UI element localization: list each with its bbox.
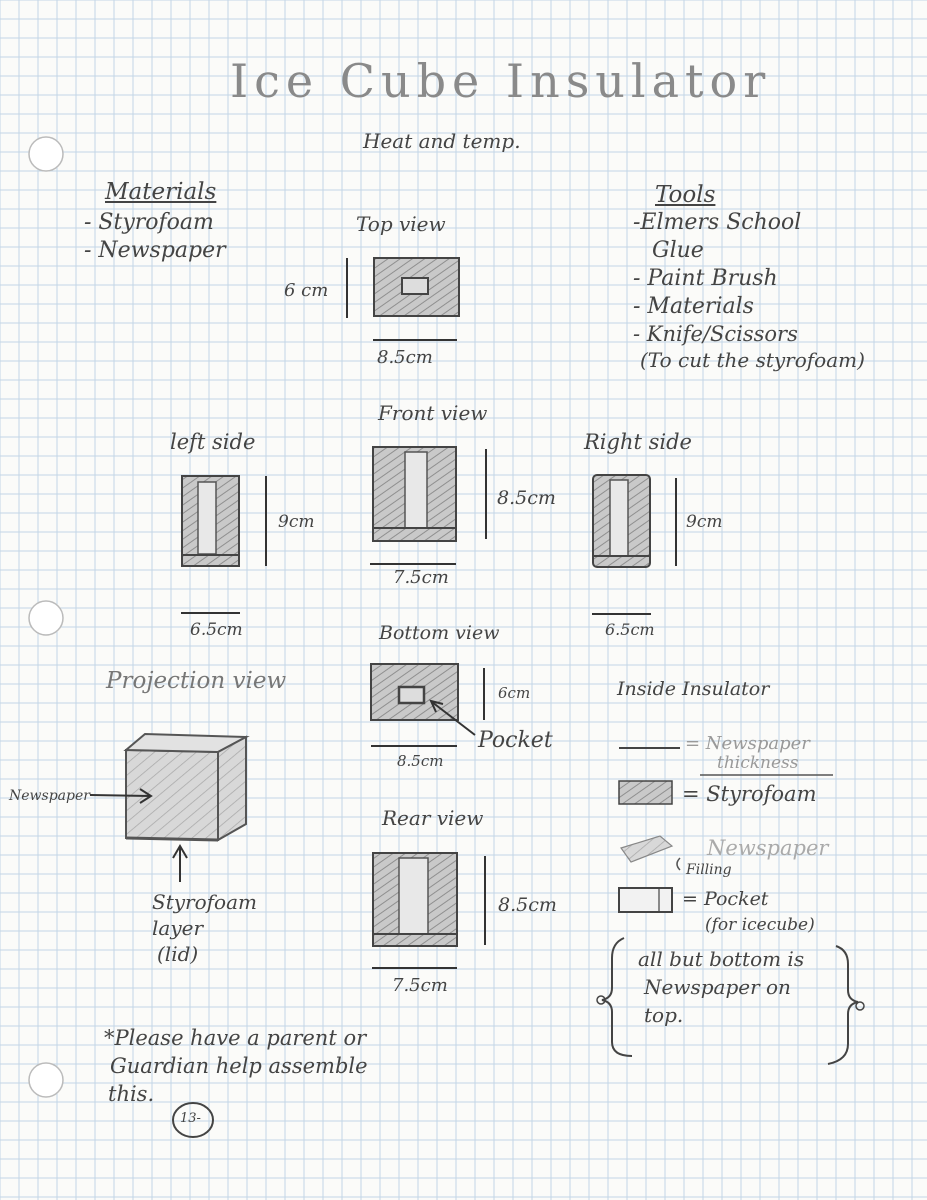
right-side-height: 9cm	[686, 512, 723, 532]
rear-view-drawing	[372, 852, 486, 969]
materials-item: - Styrofoam	[84, 210, 214, 235]
tools-item: - Knife/Scissors	[633, 322, 798, 346]
legend-note: all but bottom is	[638, 947, 805, 971]
binder-hole	[28, 600, 64, 636]
bottom-view-label: Bottom view	[379, 622, 500, 644]
top-view-drawing	[346, 257, 460, 341]
legend-newspaper-thickness: = Newspaper	[685, 733, 810, 754]
bottom-view-drawing	[370, 663, 485, 747]
rear-view-height: 8.5cm	[498, 894, 557, 916]
top-view-height: 6 cm	[284, 280, 329, 301]
front-view-height: 8.5cm	[497, 487, 556, 509]
left-side-drawing	[181, 475, 267, 614]
binder-hole	[28, 136, 64, 172]
tools-item: - Paint Brush	[633, 266, 778, 291]
left-side-height: 9cm	[278, 512, 315, 532]
subtitle: Heat and temp.	[363, 129, 521, 153]
legend-pocket-note: (for icecube)	[705, 915, 815, 935]
projection-lid-label: Styrofoam	[152, 890, 257, 914]
legend-styrofoam: = Styrofoam	[682, 782, 817, 806]
legend-newspaper-thickness: thickness	[717, 753, 799, 773]
tools-item: - Materials	[633, 294, 754, 319]
legend-note: top.	[644, 1003, 684, 1027]
binder-hole	[28, 1062, 64, 1098]
footnote: *Please have a parent or	[104, 1026, 367, 1050]
top-view-width: 8.5cm	[377, 347, 433, 368]
page-title: Ice Cube Insulator	[230, 54, 772, 108]
materials-heading: Materials	[105, 179, 217, 205]
front-view-drawing	[370, 446, 487, 565]
front-view-label: Front view	[378, 401, 488, 425]
top-view-label: Top view	[356, 212, 446, 236]
rear-view-label: Rear view	[382, 806, 484, 830]
tools-item: (To cut the styrofoam)	[640, 348, 865, 372]
tools-item: Glue	[652, 238, 704, 263]
rear-view-width: 7.5cm	[392, 975, 448, 996]
right-side-label: Right side	[584, 430, 692, 454]
tools-item: -Elmers School	[633, 210, 802, 235]
legend-filling-label: Filling	[686, 862, 732, 878]
legend-pocket: = Pocket	[682, 888, 769, 910]
legend-newspaper-filling: Newspaper	[707, 836, 829, 860]
footnote: this.	[108, 1082, 155, 1106]
projection-view-label: Projection view	[106, 668, 287, 694]
left-side-label: left side	[170, 430, 256, 454]
materials-item: - Newspaper	[84, 238, 226, 263]
right-side-width: 6.5cm	[605, 620, 655, 639]
page-number: 13-	[180, 1111, 201, 1126]
left-side-width: 6.5cm	[190, 620, 243, 640]
front-view-width: 7.5cm	[393, 567, 449, 588]
projection-newspaper-label: Newspaper	[9, 788, 90, 804]
legend-note: Newspaper on	[644, 975, 791, 999]
projection-lid-label: (lid)	[157, 942, 199, 966]
bottom-view-width: 8.5cm	[397, 752, 444, 770]
legend-heading: Inside Insulator	[617, 678, 770, 700]
footnote: Guardian help assemble	[110, 1054, 368, 1078]
right-side-drawing	[592, 474, 677, 615]
bottom-view-height: 6cm	[498, 684, 531, 702]
projection-cube-drawing	[89, 732, 250, 882]
legend-drawing	[596, 747, 865, 1065]
pocket-callout: Pocket	[478, 728, 553, 753]
tools-heading: Tools	[655, 182, 716, 208]
projection-lid-label: layer	[152, 916, 204, 940]
page-number-circle	[172, 1102, 214, 1138]
